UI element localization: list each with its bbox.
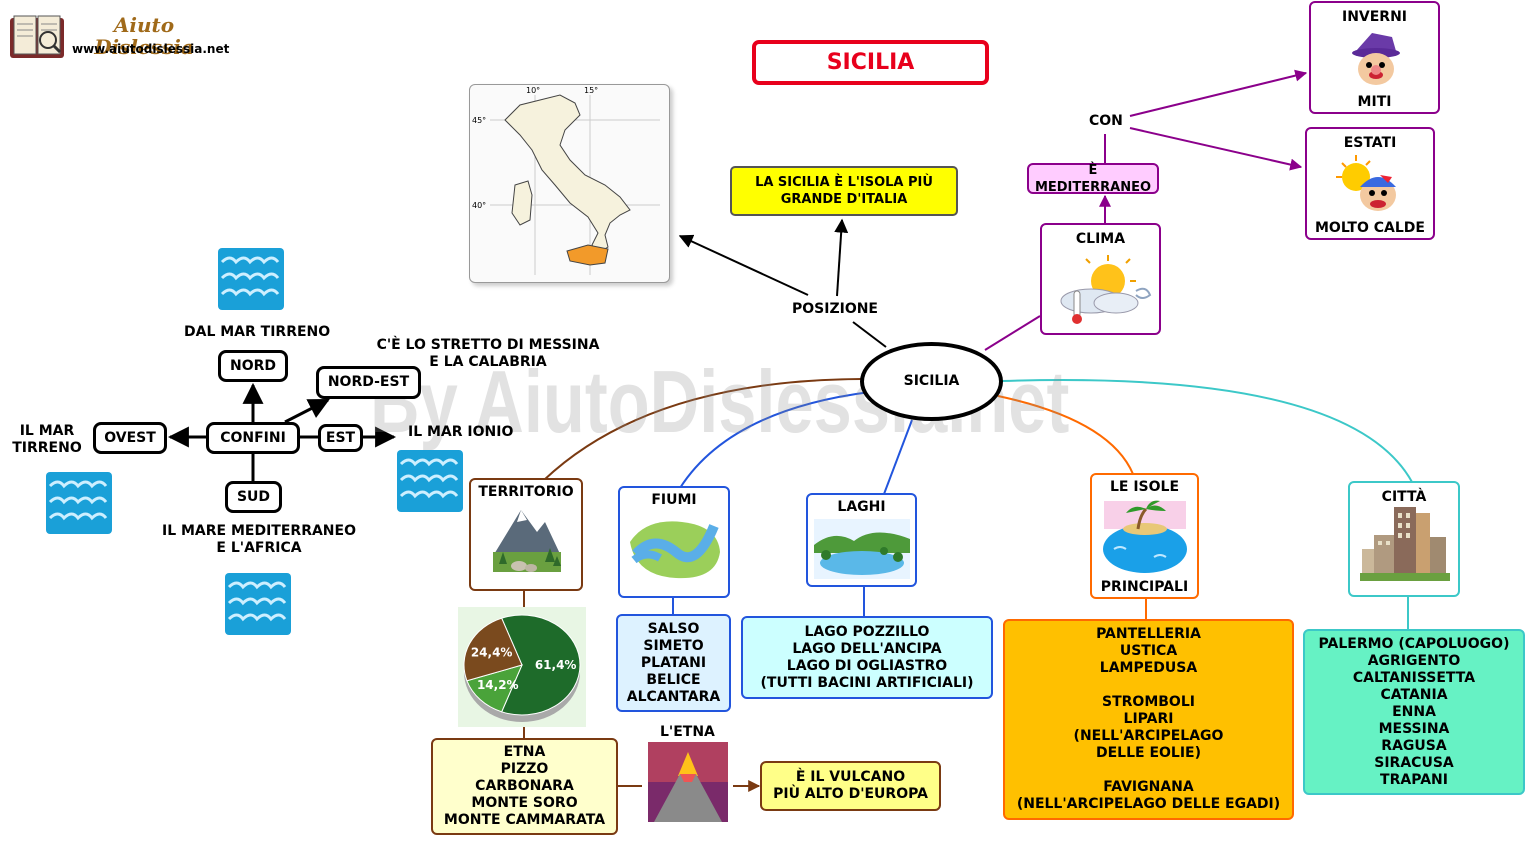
fact-largest-island: LA SICILIA È L'ISOLA PIÙ GRANDE D'ITALIA (730, 166, 958, 216)
fiumi-node: FIUMI (618, 486, 730, 598)
fiumi-list: SALSO SIMETO PLATANI BELICE ALCANTARA (616, 614, 731, 712)
inverni-label: INVERNI (1341, 9, 1408, 25)
map-lon-15: 15° (584, 86, 598, 95)
pie-chart: 61,4% 14,2% 24,4% (463, 614, 581, 722)
inverni-node: INVERNI MITI (1309, 1, 1440, 114)
map-lat-40: 40° (472, 201, 486, 210)
logo-title: Aiuto Dislessia (94, 13, 194, 59)
italy-map-icon: 10° 15° 45° 40° (472, 86, 660, 275)
citta-node: CITTÀ (1348, 481, 1460, 597)
ovest-node: OVEST (93, 422, 167, 454)
mountain-landscape-icon (493, 510, 561, 572)
pie-slice (466, 664, 523, 713)
laghi-node: LAGHI (806, 493, 917, 587)
lake-icon (814, 519, 910, 579)
sea-waves-icon (225, 573, 291, 635)
citta-list: PALERMO (CAPOLUOGO) AGRIGENTO CALTANISSE… (1303, 629, 1525, 795)
pie-slice (463, 617, 523, 682)
isole-principali-label: PRINCIPALI (1100, 579, 1189, 595)
italy-map: 10° 15° 45° 40° (469, 84, 670, 283)
etna-label: L'ETNA (660, 724, 715, 740)
map-lon-10: 10° (526, 86, 540, 95)
pie-slice-label: 24,4% (471, 645, 513, 659)
territorio-label: TERRITORIO (478, 484, 574, 500)
sea-waves-icon (46, 472, 112, 534)
clima-label: CLIMA (1075, 231, 1126, 247)
logo-url[interactable]: www.aiutodislessia.net (72, 42, 230, 56)
territorio-node: TERRITORIO (469, 478, 583, 591)
est-node: EST (318, 424, 363, 452)
map-lat-45: 45° (472, 116, 486, 125)
confini-node: CONFINI (206, 422, 300, 454)
clima-node: CLIMA (1040, 223, 1161, 335)
sud-node: SUD (225, 481, 282, 513)
city-buildings-icon (1360, 507, 1450, 581)
sea-waves-icon (218, 248, 284, 310)
stretto-messina-label: C'È LO STRETTO DI MESSINA E LA CALABRIA (376, 337, 600, 370)
monti-list: ETNA PIZZO CARBONARA MONTE SORO MONTE CA… (431, 738, 618, 835)
page-title: SICILIA (752, 40, 989, 85)
hot-sun-man-icon (1336, 155, 1396, 211)
mare-mediterraneo-label: IL MARE MEDITERRANEO E L'AFRICA (161, 523, 356, 556)
logo[interactable]: Aiuto Dislessia www.aiutodislessia.net (8, 10, 229, 62)
estati-calde-label: MOLTO CALDE (1315, 220, 1425, 236)
laghi-list: LAGO POZZILLO LAGO DELL'ANCIPA LAGO DI O… (741, 616, 993, 699)
estati-label: ESTATI (1343, 135, 1397, 151)
tropical-island-icon (1103, 500, 1187, 573)
laghi-label: LAGHI (837, 499, 886, 515)
nord-node: NORD (218, 350, 288, 382)
sea-waves-icon (397, 450, 463, 512)
inverni-miti-label: MITI (1357, 94, 1392, 110)
volcano-icon (648, 742, 728, 822)
mar-ionio-label: IL MAR IONIO (408, 424, 514, 440)
sun-cloud-weather-icon (1060, 255, 1152, 324)
cold-man-icon (1352, 33, 1400, 85)
dal-mar-tirreno-label: DAL MAR TIRRENO (184, 324, 331, 340)
clima-mediterraneo: È MEDITERRANEO (1027, 163, 1159, 195)
nord-est-node: NORD-EST (316, 366, 421, 399)
citta-label: CITTÀ (1381, 489, 1427, 505)
isole-list: PANTELLERIA USTICA LAMPEDUSA STROMBOLI L… (1003, 619, 1294, 820)
book-logo-icon (10, 15, 64, 58)
mar-tirreno-label: IL MAR TIRRENO (12, 423, 82, 456)
river-icon (630, 521, 720, 579)
pie-slice-label: 14,2% (477, 678, 519, 692)
pie-slice-label: 61,4% (535, 658, 577, 672)
clima-con-label: CON (1089, 113, 1123, 129)
isole-node: LE ISOLE PRINCIPALI (1090, 473, 1199, 599)
pie-slice (500, 614, 581, 716)
posizione-label: POSIZIONE (792, 301, 878, 317)
fiumi-label: FIUMI (651, 492, 697, 508)
estati-node: ESTATI MOLTO CALDE (1305, 127, 1435, 240)
etna-fact: È IL VULCANO PIÙ ALTO D'EUROPA (760, 761, 941, 811)
territorio-pie-chart: 61,4% 14,2% 24,4% (458, 607, 586, 727)
center-node-sicilia: SICILIA (860, 342, 1003, 421)
isole-label: LE ISOLE (1109, 479, 1180, 495)
